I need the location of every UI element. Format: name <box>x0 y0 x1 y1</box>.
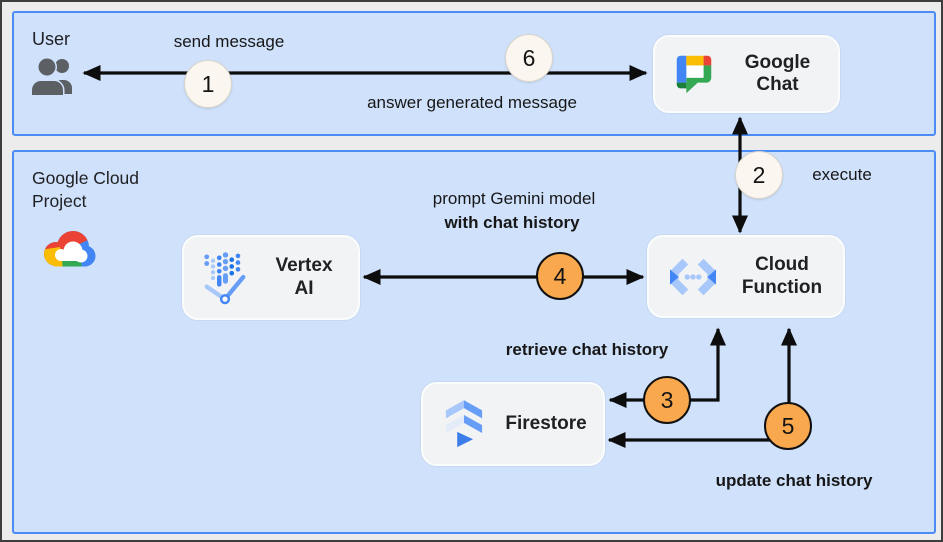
node-cloud-function-label: Cloud Function <box>741 254 823 298</box>
step-badge-6: 6 <box>505 34 553 82</box>
label-prompt-gemini-model: prompt Gemini model <box>432 189 596 208</box>
label-update-chat-history: update chat history <box>715 471 873 490</box>
node-vertex-ai: Vertex AI <box>182 235 360 320</box>
user-zone-label: User <box>32 29 71 49</box>
cloud-function-icon <box>670 258 716 295</box>
label-send-message: send message <box>173 32 285 51</box>
step-badge-4: 4 <box>536 252 584 300</box>
label-with-chat-history: with chat history <box>444 213 580 232</box>
node-firestore-label: Firestore <box>505 412 587 434</box>
step-badge-5: 5 <box>764 402 812 450</box>
node-cloud-function: Cloud Function <box>647 235 845 318</box>
gcp-zone-label: Google Cloud Project <box>32 168 140 212</box>
user-group-icon <box>30 57 72 97</box>
step-badge-3: 3 <box>643 376 691 424</box>
vertex-ai-icon <box>204 251 246 304</box>
firestore-icon <box>445 400 483 448</box>
label-execute: execute <box>812 165 872 184</box>
node-firestore: Firestore <box>421 382 605 466</box>
step-badge-1: 1 <box>184 60 232 108</box>
label-answer-generated-message: answer generated message <box>367 93 577 112</box>
google-cloud-logo <box>44 231 96 267</box>
node-vertex-ai-label: Vertex AI <box>275 255 333 299</box>
google-chat-icon <box>676 55 712 94</box>
step-badge-2: 2 <box>735 151 783 199</box>
node-google-chat-label: Google Chat <box>744 51 811 95</box>
node-google-chat: Google Chat <box>653 35 840 113</box>
label-retrieve-chat-history: retrieve chat history <box>505 340 669 359</box>
